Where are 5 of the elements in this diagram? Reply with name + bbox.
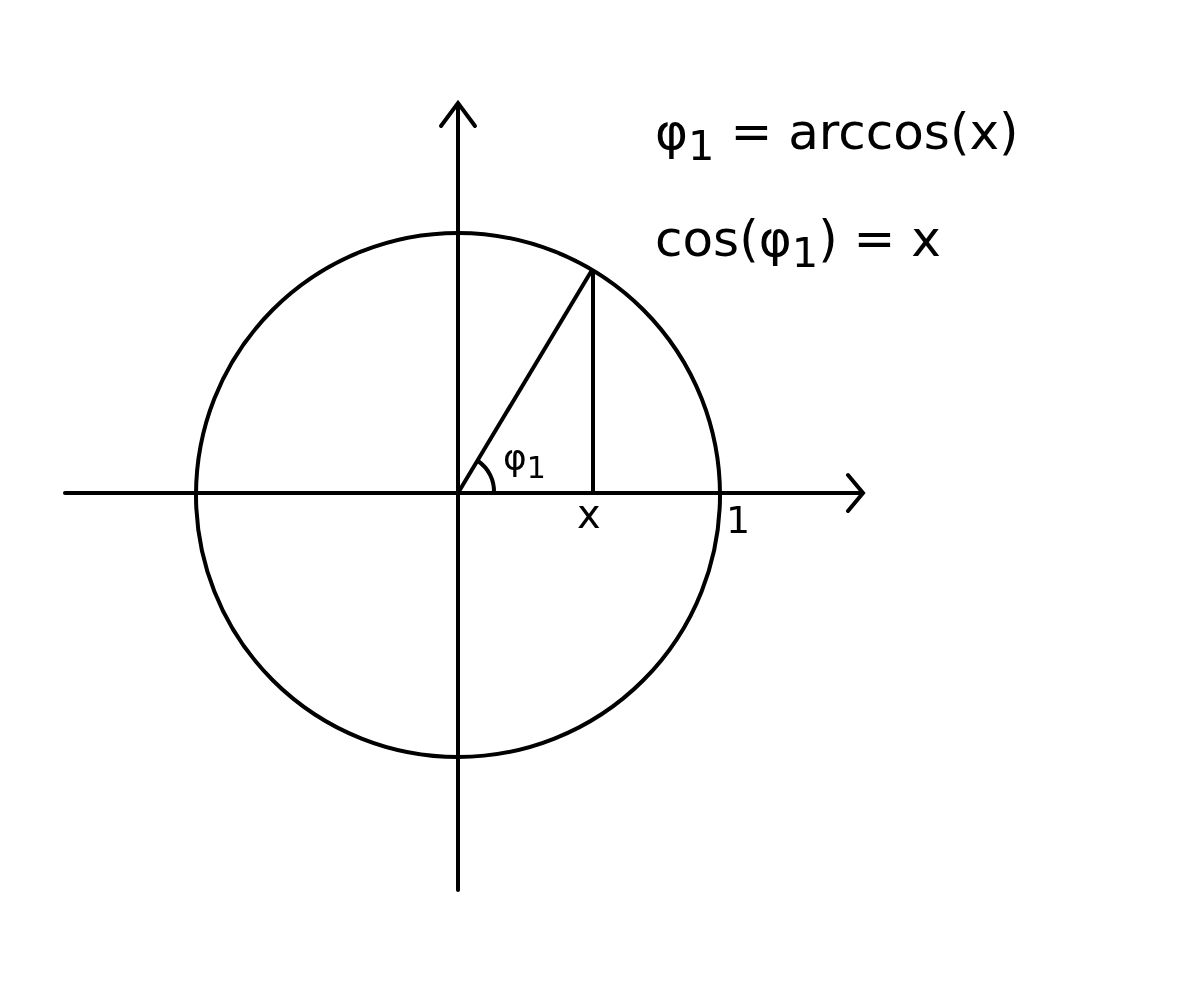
tick-label: 1 <box>726 500 751 542</box>
point-label: x <box>577 492 601 536</box>
angle-label: φ$_{1}$ <box>503 438 546 485</box>
formula-text: cos(φ$_{1}$) = x <box>655 212 941 276</box>
formula-text: φ$_{1}$ = arccos(x) <box>655 105 1019 169</box>
